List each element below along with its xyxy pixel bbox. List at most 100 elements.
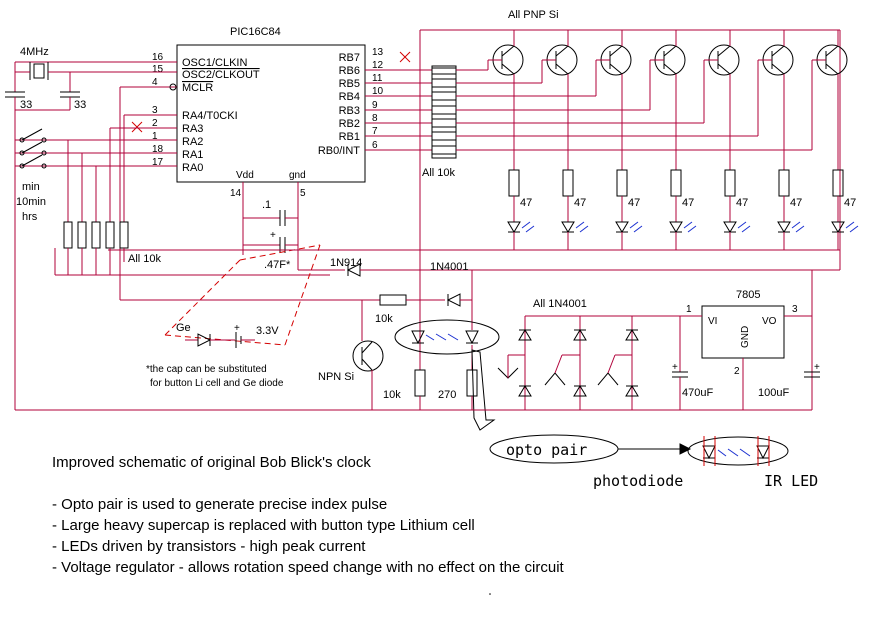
reg-vo: VO [762,316,777,327]
battery-plus: + [234,323,240,334]
pin-number: 10 [372,86,384,97]
note-item: - Large heavy supercap is replaced with … [52,517,475,534]
r-10k-top-label: 10k [375,313,393,325]
cap-470-label: 470uF [682,387,713,399]
rectifier-bridge: All 1N4001 [497,298,690,410]
pin-name: RA3 [182,123,203,135]
pin-number: 15 [152,64,164,75]
pin-name: RB7 [339,52,360,64]
pnp-driver-stage: 47 [431,30,751,250]
pin-name: RB3 [339,105,360,117]
led-resistor-label: 47 [790,197,802,209]
diode-1n4001: 1N4001 [420,261,473,330]
pin-name: RB4 [339,91,360,103]
description-notes: Improved schematic of original Bob Blick… [52,452,732,578]
pullup-resistors: All 10k [54,114,330,276]
pin-number: 1 [152,131,158,142]
led-resistor-label: 47 [574,197,586,209]
cap-100-label: 100uF [758,387,789,399]
regulator-label: 7805 [736,289,760,301]
led-resistor [562,169,574,197]
cap-left-label: 33 [20,99,32,111]
regulator-7805: 7805 VI VO GND 1 3 2 + 470uF + 100uF [672,270,820,410]
base-resistor [431,65,457,75]
reg-pin2: 2 [734,366,740,377]
cap100-plus: + [814,362,820,373]
note-item: - Voltage regulator - allows rotation sp… [52,559,564,576]
cap-0.1-label: .1 [262,199,271,211]
led [615,221,629,233]
pin-number: 16 [152,52,164,63]
pin-name: RB6 [339,65,360,77]
pin-number: 3 [152,105,158,116]
1n914-label: 1N914 [330,257,362,269]
pin-number: 9 [372,100,378,111]
led-resistor [832,169,844,197]
pin-name: OSC1/CLKIN [182,57,247,69]
pnp-driver-stage: 47 [431,30,589,250]
pin-number: 4 [152,77,158,88]
battery-label: 3.3V [256,325,279,337]
led [831,221,845,233]
base-resistor [431,118,457,128]
1n4001-label: 1N4001 [430,261,469,273]
pin-number: 7 [372,126,378,137]
pnp-driver-stage: 47 [431,30,643,250]
ir-led-label: IR LED [764,472,818,490]
index-pulse-circuit: 10k NPN Si 10k 270 [120,30,478,410]
led-resistor-label: 47 [844,197,856,209]
led-resistor-label: 47 [628,197,640,209]
led [723,221,737,233]
cap-note-line1: *the cap can be substituted [146,364,267,375]
pin-number: 8 [372,113,378,124]
opto-pair-symbol [394,319,500,431]
optional-battery-outline: Ge + 3.3V [164,244,321,348]
npn-label: NPN Si [318,371,354,383]
gnd-label: gnd [289,170,306,181]
ge-label: Ge [176,322,191,334]
base-resistor [431,105,457,115]
pin-name: RA4/T0CKI [182,110,238,122]
pnp-driver-stage: 47 [431,30,805,250]
crystal-oscillator: 4MHz 33 33 [5,46,177,111]
pin-name: RB5 [339,78,360,90]
switch-min-label: min [22,181,40,193]
base-resistor [431,78,457,88]
pin-number: 17 [152,157,164,168]
base-resistor [431,145,457,155]
pin-name: RA2 [182,136,203,148]
chip-name: PIC16C84 [230,26,281,38]
note-item: - LEDs driven by transistors - high peak… [52,538,366,555]
vdd-label: Vdd [236,170,254,181]
cap-plus: + [270,230,276,241]
led-resistor [508,169,520,197]
led [669,221,683,233]
reg-pin1: 1 [686,304,692,315]
r-270-label: 270 [438,389,456,401]
pin-name: RB2 [339,118,360,130]
pin-name: RA0 [182,162,203,174]
led-resistor-label: 47 [736,197,748,209]
cap470-plus: + [672,362,678,373]
led-resistor [778,169,790,197]
base-resistor [431,131,457,141]
pullups-label: All 10k [128,253,162,265]
stray-dot [489,593,491,595]
led-resistor-label: 47 [520,197,532,209]
pin-number: 2 [152,118,158,129]
reg-vi: VI [708,316,717,327]
pin-name: RB0/INT [318,145,360,157]
switch-10min-label: 10min [16,196,46,208]
cap-note-line2: for button Li cell and Ge diode [150,378,284,389]
pnp-label: All PNP Si [508,9,559,21]
opto-pair-callout: opto pair photodiode IR LED [489,434,818,490]
diode-1n914: 1N914 [298,257,840,277]
vdd-pin-num: 14 [230,188,242,199]
pin-name: MCLR [182,82,213,94]
crystal-label: 4MHz [20,46,49,58]
notes-title: Improved schematic of original Bob Blick… [52,454,371,471]
led-resistor [670,169,682,197]
